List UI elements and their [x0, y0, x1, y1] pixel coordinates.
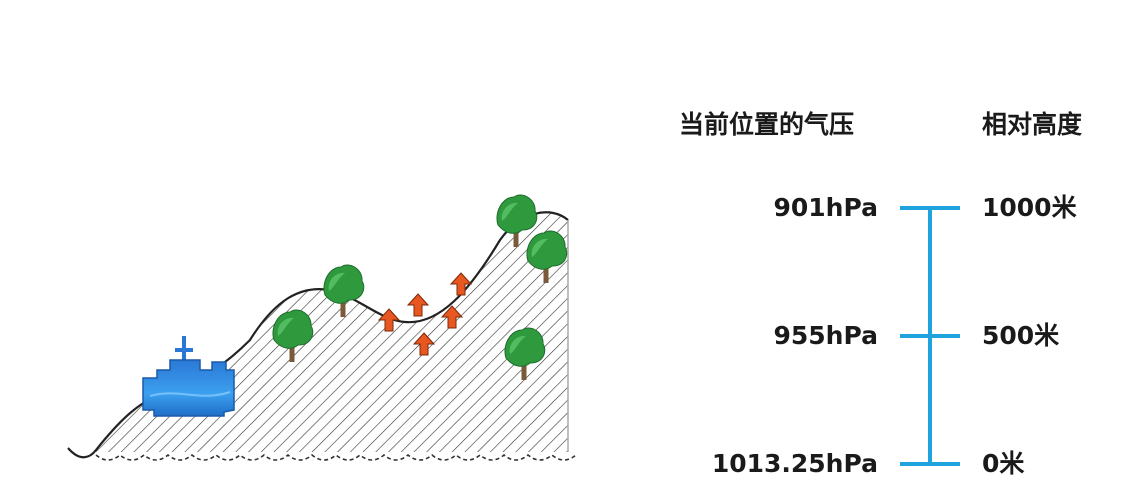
pressure-label-1000: 901hPa: [773, 193, 878, 222]
altitude-label-1000: 1000米: [982, 193, 1077, 222]
altitude-label-500: 500米: [982, 321, 1060, 350]
up-arrow-icon: [407, 293, 429, 317]
ground-line: [95, 453, 577, 461]
altitude-scale: [900, 206, 960, 466]
pressure-label-0: 1013.25hPa: [711, 449, 878, 478]
pressure-header: 当前位置的气压: [679, 110, 855, 139]
altitude-header: 相对高度: [982, 110, 1083, 139]
mountain-outline: [67, 211, 569, 459]
pressure-label-500: 955hPa: [773, 321, 878, 350]
building-icon: [142, 336, 235, 417]
altitude-label-0: 0米: [982, 449, 1025, 478]
